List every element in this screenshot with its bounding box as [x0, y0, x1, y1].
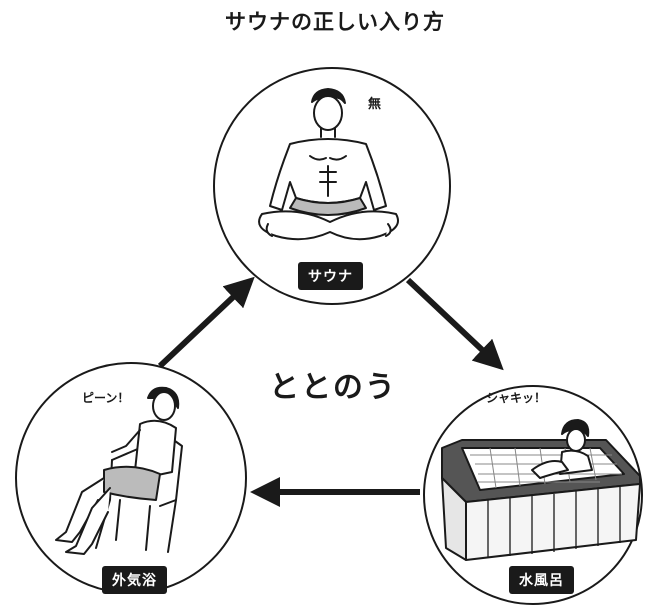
man-in-chair-illustration [55, 386, 183, 555]
arrow-outdoor-to-sauna [157, 276, 255, 369]
page-title: サウナの正しい入り方 [225, 10, 445, 34]
center-label: ととのう [269, 370, 397, 405]
outdoor-rest-label: 外気浴 [102, 566, 167, 594]
sauna-note: 無 [368, 96, 381, 112]
arrow-sauna-to-cold-bath [405, 277, 504, 371]
cold-bath-label: 水風呂 [509, 566, 574, 594]
meditating-man-illustration [258, 88, 399, 241]
sauna-label: サウナ [298, 262, 363, 290]
cold-bath-note: シャキッ！ [486, 391, 546, 405]
outdoor-rest-note: ピーン！ [82, 391, 129, 405]
cold-bath-illustration [441, 419, 641, 561]
